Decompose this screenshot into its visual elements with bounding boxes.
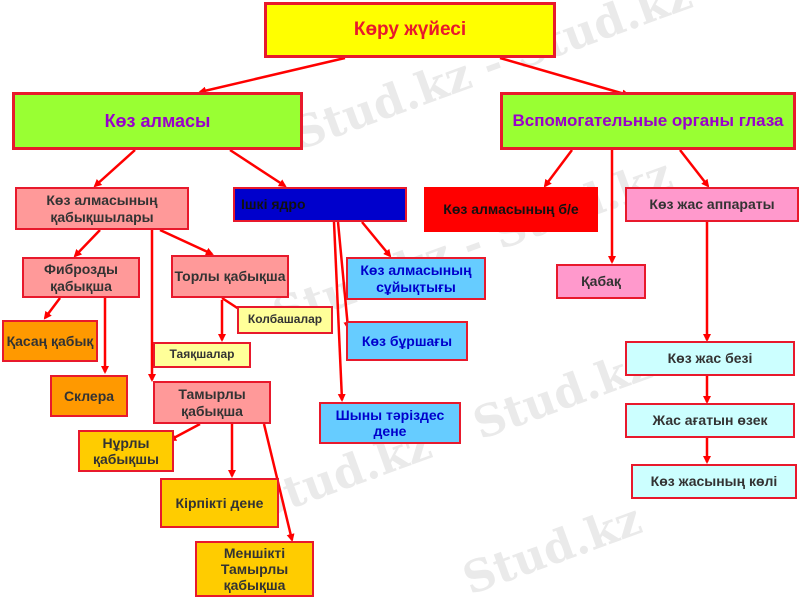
node-tear-duct: Жас ағатын өзек	[625, 403, 795, 438]
arrow	[198, 56, 346, 95]
node-choroid: Меншікті Тамырлы қабықша	[195, 541, 314, 597]
node-iris: Нұрлы қабықшы	[78, 430, 174, 472]
node-root: Көру жүйесі	[264, 2, 556, 58]
node-lacrimal-apparatus: Көз жас аппараты	[625, 187, 799, 222]
node-aqueous: Көз алмасының сұйықтығы	[346, 257, 486, 300]
arrow	[229, 148, 287, 188]
arrow	[499, 56, 630, 98]
arrow	[361, 221, 392, 258]
node-vitreous: Шыны тәріздес дене	[319, 402, 461, 444]
arrow	[43, 297, 61, 320]
node-rods: Таяқшалар	[153, 342, 251, 368]
arrow	[159, 228, 214, 256]
arrow	[336, 221, 352, 330]
node-sclera: Склера	[50, 375, 128, 417]
node-membranes: Көз алмасының қабықшылары	[15, 187, 189, 230]
arrow	[168, 422, 201, 442]
arrow	[679, 149, 710, 188]
arrow	[73, 229, 101, 258]
node-cornea: Қасаң қабық	[2, 320, 98, 362]
arrow	[332, 221, 346, 402]
node-eye-muscles: Көз алмасының б/е	[424, 187, 598, 232]
node-ciliary: Кірпікті дене	[160, 478, 279, 528]
arrow	[543, 149, 573, 188]
node-vascular: Тамырлы қабықша	[153, 381, 271, 424]
node-inner-core: Ішкі ядро	[233, 187, 407, 222]
node-lacrimal-lake: Көз жасының көлі	[631, 464, 797, 499]
node-cones: Колбашалар	[237, 306, 333, 334]
node-eyelid: Қабақ	[556, 264, 646, 299]
node-eyeball: Көз алмасы	[12, 92, 303, 150]
node-lens: Көз бұршағы	[346, 321, 468, 361]
node-fibrous: Фиброзды қабықша	[22, 257, 140, 298]
node-auxiliary: Вспомогательные органы глаза	[500, 92, 796, 150]
node-retina: Торлы қабықша	[171, 255, 289, 298]
arrow	[93, 149, 136, 188]
node-lacrimal-gland: Көз жас безі	[625, 341, 795, 376]
